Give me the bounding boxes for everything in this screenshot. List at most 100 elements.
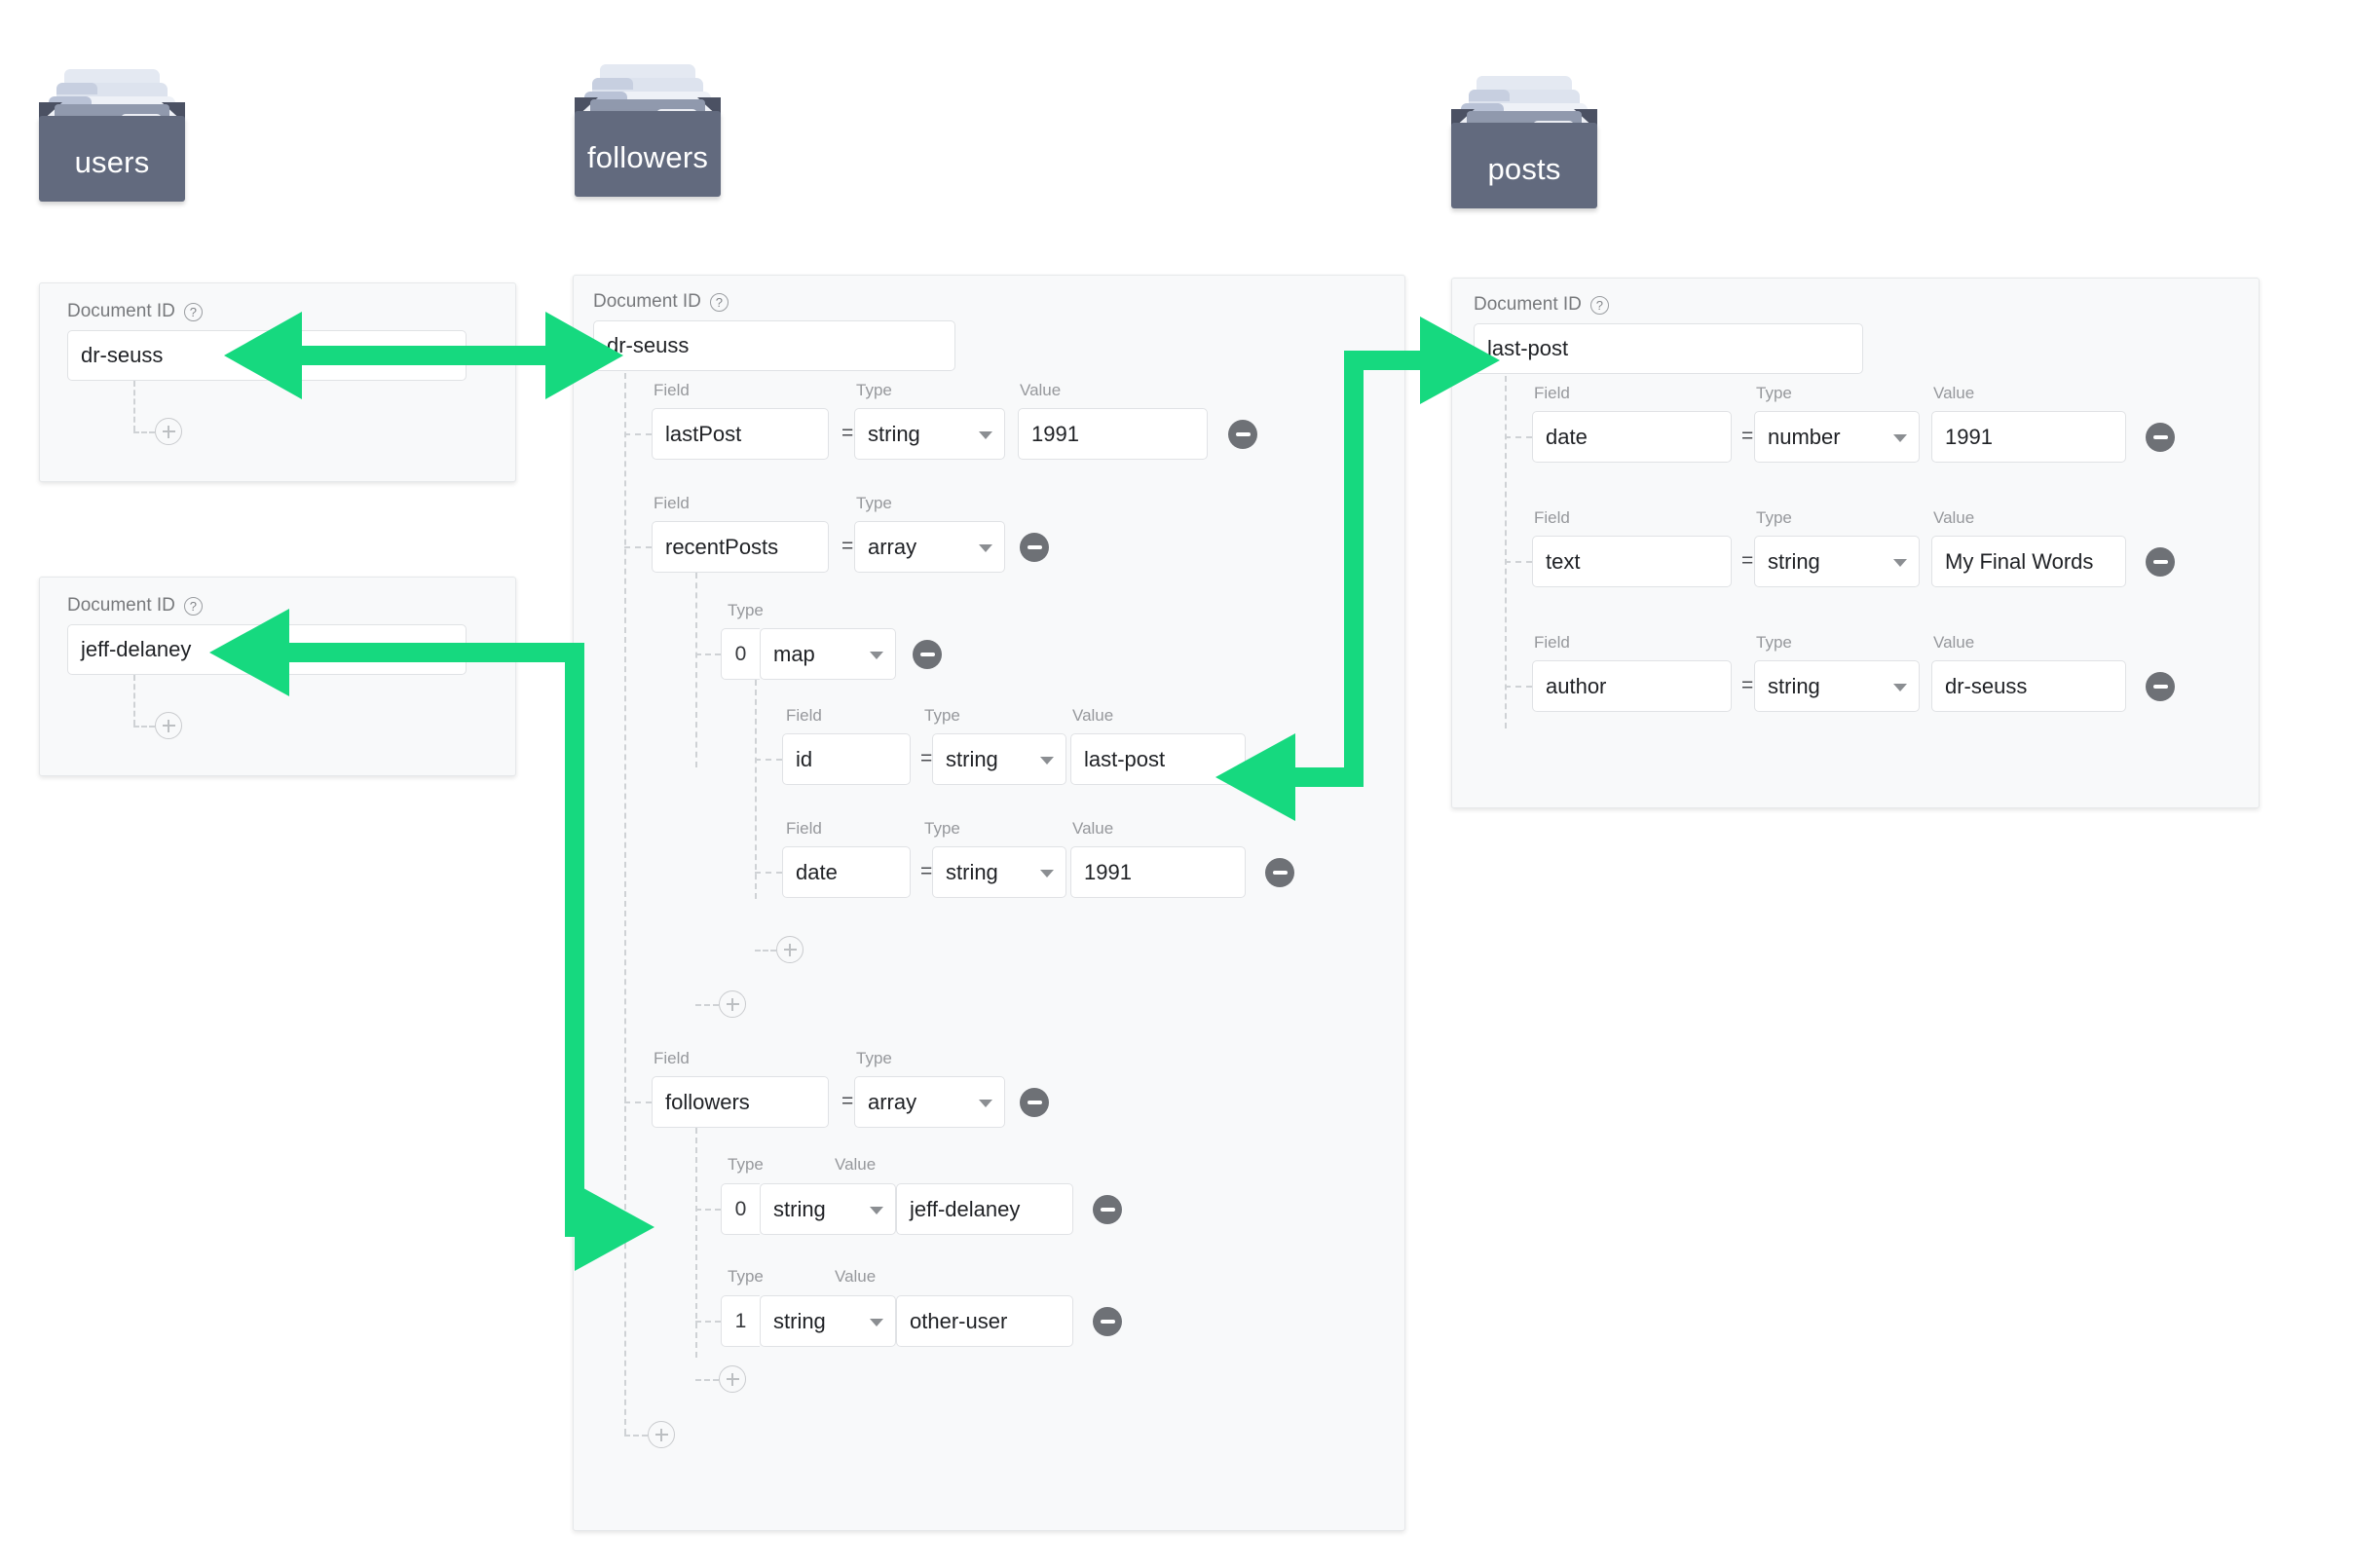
tree-branch (695, 1379, 719, 1381)
add-array-item-button[interactable] (719, 1365, 746, 1393)
chevron-down-icon (979, 543, 992, 552)
collection-name-users: users (74, 145, 150, 179)
folder-sheet-tab (1469, 90, 1510, 101)
map-field-name-input[interactable]: id (782, 733, 911, 785)
remove-array-item-button[interactable] (1093, 1195, 1122, 1224)
tree-line-vertical (133, 381, 135, 431)
chevron-down-icon (870, 1206, 883, 1214)
add-array-item-button[interactable] (719, 990, 746, 1018)
add-field-button[interactable] (648, 1421, 675, 1448)
document-panel-users-jeff-delaney: Document ID ? jeff-delaney (39, 577, 516, 776)
document-id-value: jeff-delaney (81, 637, 192, 661)
field-name-input[interactable]: author (1532, 660, 1732, 712)
field-value-input[interactable]: 1991 (1018, 408, 1208, 460)
folder-front (575, 111, 721, 197)
array-item-type-select[interactable]: map (760, 628, 896, 680)
field-type-value: array (868, 1089, 917, 1114)
map-field-value-input[interactable]: last-post (1070, 733, 1246, 785)
field-name-input[interactable]: text (1532, 536, 1732, 587)
document-id-label: Document ID ? (593, 291, 729, 313)
value-column-label: Value (1020, 381, 1062, 399)
field-type-select[interactable]: number (1754, 411, 1920, 463)
add-field-button[interactable] (155, 712, 182, 739)
field-type-select[interactable]: string (1754, 536, 1920, 587)
remove-field-button[interactable] (2146, 547, 2175, 577)
help-icon[interactable]: ? (1589, 295, 1609, 315)
remove-map-field-button[interactable] (1265, 745, 1294, 774)
help-icon[interactable]: ? (183, 302, 203, 321)
tree-branch (624, 1435, 648, 1437)
help-icon[interactable]: ? (709, 292, 729, 312)
field-name-input[interactable]: followers (652, 1076, 829, 1128)
field-name-value: text (1546, 548, 1581, 574)
map-field-name-value: date (796, 859, 838, 884)
field-value-input[interactable]: dr-seuss (1931, 660, 2126, 712)
document-panel-users-dr-seuss: Document ID ? dr-seuss (39, 282, 516, 482)
field-name-value: followers (665, 1089, 750, 1114)
field-value-text: 1991 (1031, 421, 1079, 446)
document-id-value: dr-seuss (607, 333, 690, 357)
remove-field-button[interactable] (1020, 533, 1049, 562)
collection-name-followers: followers (586, 140, 709, 174)
remove-field-button[interactable] (2146, 672, 2175, 701)
equals-sign: = (841, 422, 854, 444)
tree-branch (755, 950, 776, 952)
chevron-down-icon (870, 651, 883, 659)
tree-branch (695, 653, 721, 655)
value-column-label: Value (835, 1155, 877, 1174)
type-column-label: Type (924, 819, 960, 838)
field-value-input[interactable]: 1991 (1931, 411, 2126, 463)
add-map-field-button[interactable] (776, 936, 804, 963)
tree-line-vertical (133, 675, 135, 726)
array-item-type-value: string (773, 1308, 826, 1333)
tree-branch (624, 1101, 652, 1103)
array-index-label: 1 (721, 1295, 760, 1347)
map-field-value-input[interactable]: 1991 (1070, 846, 1246, 898)
field-type-select[interactable]: string (1754, 660, 1920, 712)
field-name-input[interactable]: date (1532, 411, 1732, 463)
array-item-type-select[interactable]: string (760, 1183, 896, 1235)
tree-line-vertical-followers (695, 1128, 697, 1358)
help-icon[interactable]: ? (183, 596, 203, 616)
document-id-input[interactable]: dr-seuss (67, 330, 467, 381)
field-type-select[interactable]: array (854, 1076, 1005, 1128)
chevron-down-icon (1040, 756, 1054, 765)
field-type-select[interactable]: string (854, 408, 1005, 460)
array-item-value-input[interactable]: other-user (896, 1295, 1073, 1347)
field-name-input[interactable]: recentPosts (652, 521, 829, 573)
value-column-label: Value (1072, 706, 1114, 725)
type-column-label: Type (728, 1267, 764, 1286)
document-id-input[interactable]: jeff-delaney (67, 624, 467, 675)
array-index-label: 0 (721, 628, 760, 680)
equals-sign: = (1741, 674, 1754, 696)
remove-array-item-button[interactable] (913, 640, 942, 669)
value-column-label: Value (835, 1267, 877, 1286)
document-id-input[interactable]: last-post (1474, 323, 1863, 374)
array-item-value-input[interactable]: jeff-delaney (896, 1183, 1073, 1235)
chevron-down-icon (1893, 433, 1907, 442)
field-column-label: Field (654, 381, 690, 399)
map-field-type-select[interactable]: string (932, 733, 1066, 785)
remove-array-item-button[interactable] (1093, 1307, 1122, 1336)
document-id-label: Document ID ? (1474, 294, 1609, 316)
map-field-type-select[interactable]: string (932, 846, 1066, 898)
value-column-label: Value (1933, 633, 1975, 652)
remove-field-button[interactable] (2146, 423, 2175, 452)
map-field-name-input[interactable]: date (782, 846, 911, 898)
array-item-type-select[interactable]: string (760, 1295, 896, 1347)
collection-icon-posts: posts (1451, 51, 1597, 216)
chevron-down-icon (1040, 869, 1054, 877)
document-id-input[interactable]: dr-seuss (593, 320, 955, 371)
field-column-label: Field (786, 819, 822, 838)
remove-field-button[interactable] (1228, 420, 1257, 449)
field-value-input[interactable]: My Final Words (1931, 536, 2126, 587)
remove-field-button[interactable] (1020, 1088, 1049, 1117)
field-name-input[interactable]: lastPost (652, 408, 829, 460)
field-type-select[interactable]: array (854, 521, 1005, 573)
add-field-button[interactable] (155, 418, 182, 445)
folder-sheet-tab (592, 78, 633, 90)
document-panel-posts-last-post: Document ID ? last-post Field Type Value… (1451, 278, 2260, 808)
remove-map-field-button[interactable] (1265, 858, 1294, 887)
type-column-label: Type (728, 1155, 764, 1174)
type-column-label: Type (856, 494, 892, 512)
